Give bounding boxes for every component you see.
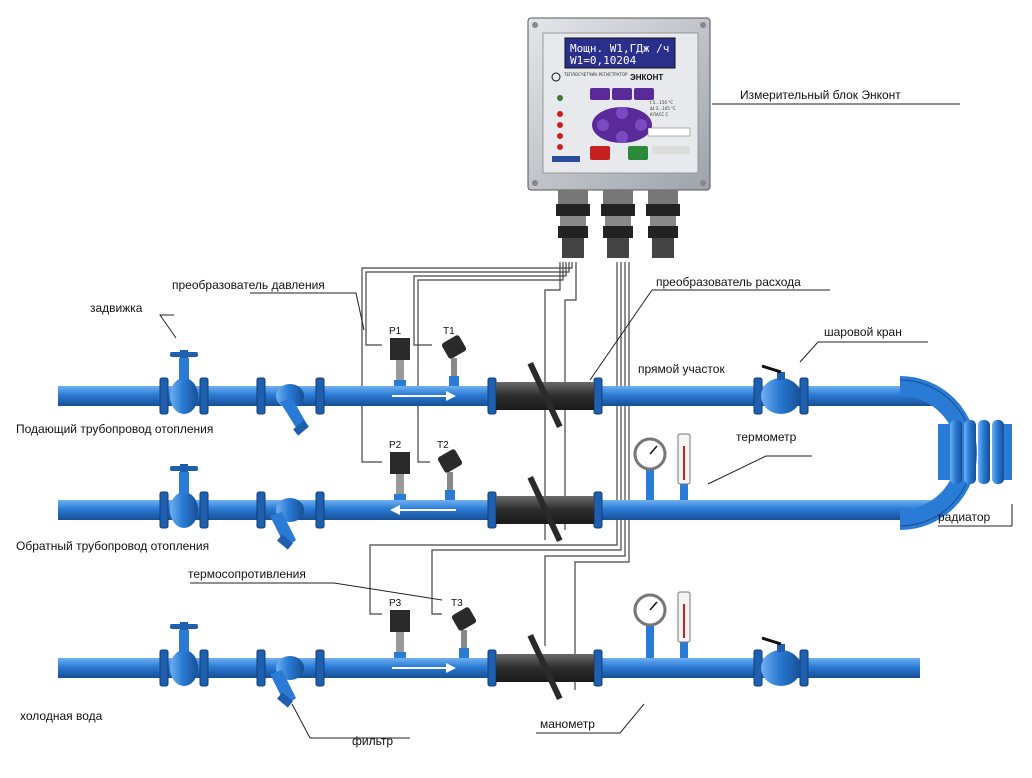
- flow-arrow-cold: [392, 663, 456, 673]
- temperature-sensor-t2: [437, 449, 463, 500]
- resistance-thermometers-label: термосопротивления: [188, 567, 306, 581]
- lcd-line-1: Мощн. W1,ГДж /ч: [570, 42, 669, 55]
- filter-supply: [276, 384, 309, 436]
- unit-small-title: ТЕПЛОСЧЕТЧИК-РЕГИСТРАТОР: [563, 72, 628, 77]
- unit-label: Измерительный блок Энконт: [740, 88, 901, 102]
- keypad[interactable]: [590, 88, 654, 160]
- pressure-transducer-p1: [390, 338, 410, 386]
- gate-valve-cold: [170, 622, 198, 686]
- gate-valve-label: задвижка: [90, 301, 143, 315]
- sensor-p3-label: P3: [389, 598, 402, 609]
- flow-arrow-return: [390, 505, 456, 515]
- leader-lines: [159, 103, 1013, 739]
- svg-text:t 5…150 °C: t 5…150 °C: [650, 100, 673, 105]
- svg-text:КЛАСС С: КЛАСС С: [650, 112, 668, 117]
- flow-meter-return: [496, 476, 594, 542]
- sensor-t3-label: T3: [451, 598, 463, 609]
- sensor-p1-label: P1: [389, 326, 402, 337]
- sensor-p2-label: P2: [389, 440, 402, 451]
- pressure-transducer-label: преобразователь давления: [172, 278, 325, 292]
- labels: Измерительный блок Энконт преобразовател…: [16, 88, 990, 748]
- ball-valve-cold: [761, 636, 801, 686]
- straight-section-label: прямой участок: [638, 362, 725, 376]
- thermometer-label: термометр: [736, 430, 797, 444]
- lcd-line-2: W1=0,10204: [570, 54, 637, 67]
- flow-arrow-supply: [392, 391, 456, 401]
- temperature-sensor-t1: [441, 335, 467, 386]
- signal-wires: [361, 262, 630, 690]
- ball-valve-supply: [761, 364, 801, 414]
- flanges: [159, 377, 809, 687]
- thermometer-return: [677, 433, 691, 500]
- svg-text:Δt 3…145 °C: Δt 3…145 °C: [650, 106, 676, 111]
- flow-meter-supply: [496, 362, 594, 428]
- gate-valve-return: [170, 464, 198, 528]
- pressure-transducer-p2: [390, 452, 410, 500]
- thermometer-cold: [677, 591, 691, 658]
- ball-valve-label: шаровой кран: [824, 325, 902, 339]
- return-pipe-label: Обратный трубопровод отопления: [16, 539, 209, 553]
- measurement-unit: Мощн. W1,ГДж /ч W1=0,10204 ТЕПЛОСЧЕТЧИК-…: [527, 17, 711, 258]
- gate-valve-supply: [170, 350, 198, 414]
- sensor-t2-label: T2: [437, 440, 449, 451]
- filter-return: [270, 498, 304, 550]
- pressure-transducer-p3: [390, 610, 410, 658]
- filter-cold: [270, 656, 304, 708]
- radiator: [938, 420, 1012, 484]
- manometer-label: манометр: [540, 717, 595, 731]
- flow-meter-cold: [496, 634, 594, 700]
- lcd-display: [564, 37, 676, 69]
- sensor-t1-label: T1: [443, 326, 455, 337]
- pressure-gauge-cold: [633, 593, 667, 658]
- temperature-sensor-t3: [451, 607, 477, 658]
- cold-water-label: холодная вода: [20, 709, 103, 723]
- pressure-gauge-return: [633, 437, 667, 500]
- unit-brand: ЭНКОНТ: [630, 73, 663, 82]
- supply-pipe-label: Подающий трубопровод отопления: [16, 422, 213, 436]
- filter-label: фильтр: [352, 734, 393, 748]
- cable-glands: [556, 190, 680, 258]
- radiator-label: радиатор: [938, 510, 990, 524]
- flow-transducer-label: преобразователь расхода: [656, 275, 801, 289]
